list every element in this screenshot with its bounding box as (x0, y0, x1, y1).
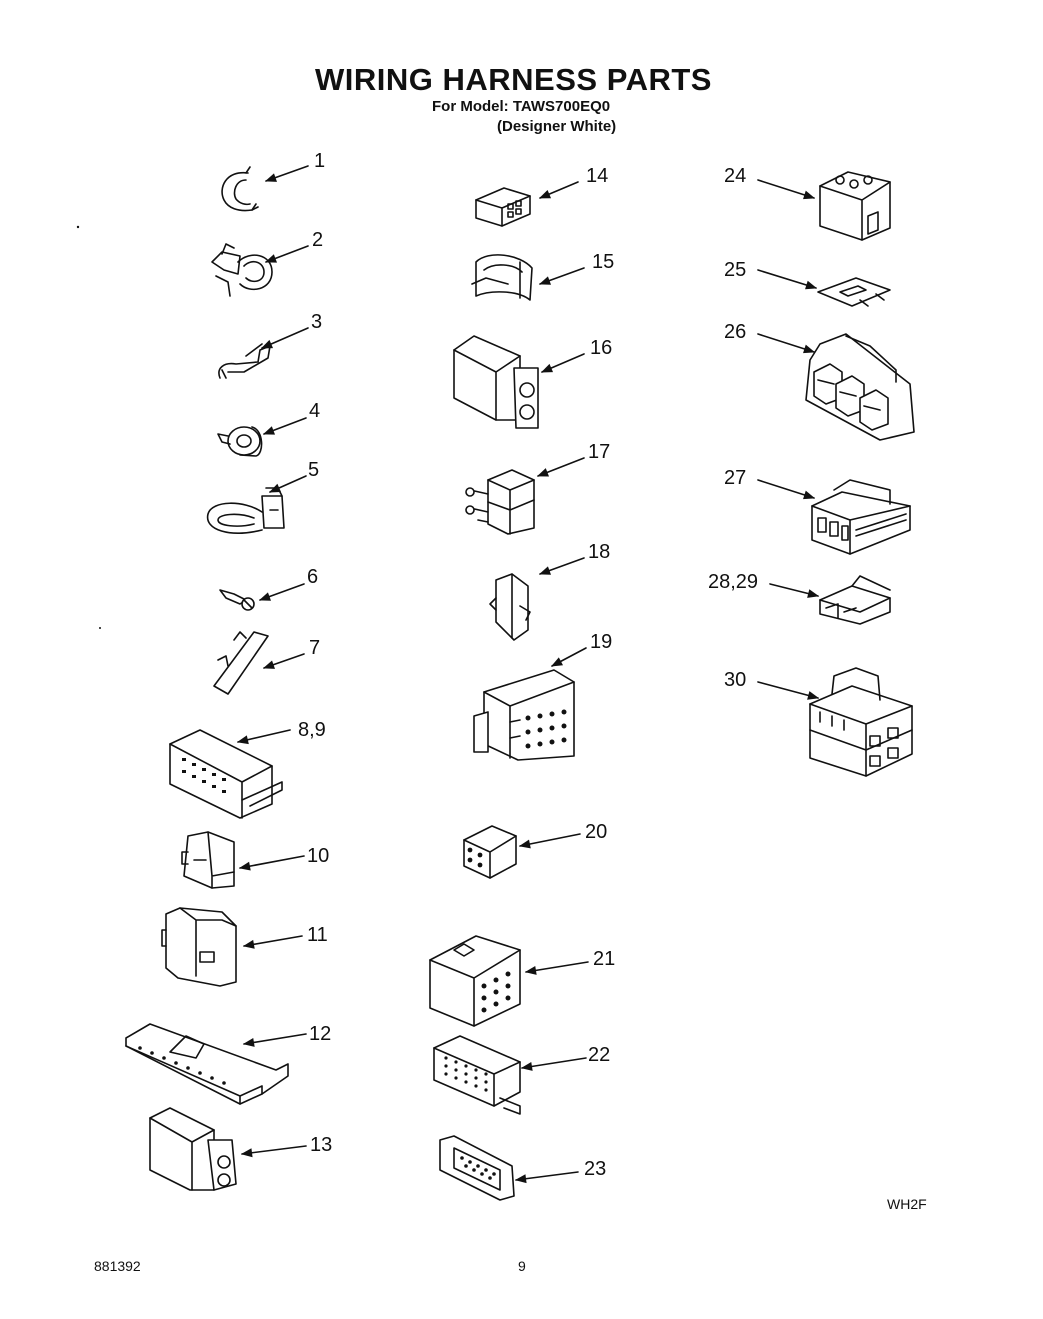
callout-8-9: 8,9 (298, 719, 326, 741)
page-title: WIRING HARNESS PARTS (315, 62, 712, 97)
part-11-housing (161, 907, 237, 987)
leader-28-29 (769, 583, 820, 598)
doc-number: 881392 (94, 1258, 141, 1274)
part-19-connector (473, 669, 575, 761)
part-25-plate (817, 277, 891, 307)
part-10-connector (181, 831, 235, 889)
model-line: For Model: TAWS700EQ0 (432, 98, 611, 115)
part-18-latch (489, 573, 531, 641)
corner-code: WH2F (887, 1196, 927, 1212)
scan-speck (99, 627, 101, 629)
callout-18: 18 (588, 541, 610, 563)
part-7-flat-clip (213, 631, 269, 695)
callout-4: 4 (309, 400, 320, 422)
part-13-terminal-housing (149, 1107, 237, 1191)
leader-5 (268, 475, 307, 493)
callout-28-29: 28,29 (708, 571, 758, 593)
leader-19 (551, 647, 587, 667)
callout-17: 17 (588, 441, 610, 463)
callout-22: 22 (588, 1044, 610, 1066)
callout-23: 23 (584, 1158, 606, 1180)
leader-1 (264, 165, 309, 182)
callout-14: 14 (586, 165, 608, 187)
leader-6 (258, 583, 305, 601)
leader-2 (264, 245, 309, 263)
leader-17 (536, 457, 585, 477)
part-24-connector (819, 171, 891, 241)
part-20-connector (463, 825, 517, 879)
part-15-sleeve (471, 254, 533, 301)
callout-2: 2 (312, 229, 323, 251)
leader-8-9 (236, 729, 291, 745)
part-22-connector (433, 1035, 521, 1115)
callout-1: 1 (314, 150, 325, 172)
callout-3: 3 (311, 311, 322, 333)
part-28-29-connector (819, 575, 891, 625)
part-23-d-connector (439, 1135, 515, 1201)
scan-speck (76, 225, 80, 229)
part-6-push-pin (219, 589, 255, 611)
part-4-grommet (217, 426, 263, 457)
leader-3 (260, 327, 309, 349)
part-17-connector (465, 469, 535, 535)
part-30-connector-block (809, 667, 913, 777)
leader-16 (540, 353, 585, 373)
part-5-cable-clamp (206, 487, 285, 534)
callout-24: 24 (724, 165, 746, 187)
part-2-clamp (211, 243, 273, 297)
leader-7 (262, 653, 305, 669)
callout-5: 5 (308, 459, 319, 481)
leader-10 (238, 855, 305, 871)
leader-20 (518, 833, 581, 849)
callout-12: 12 (309, 1023, 331, 1045)
leader-11 (242, 935, 303, 949)
callout-11: 11 (307, 924, 328, 946)
callout-21: 21 (593, 948, 615, 970)
leader-4 (262, 417, 307, 435)
part-8-9-connector (169, 729, 283, 819)
callout-13: 13 (310, 1134, 332, 1156)
leader-13 (240, 1145, 307, 1158)
part-21-connector (429, 935, 521, 1027)
callout-20: 20 (585, 821, 607, 843)
callout-6: 6 (307, 566, 318, 588)
callout-19: 19 (590, 631, 612, 653)
leader-12 (242, 1033, 307, 1047)
leader-14 (538, 181, 579, 199)
leader-24 (757, 179, 816, 200)
leader-21 (524, 961, 589, 975)
part-1-clip (221, 166, 259, 212)
callout-26: 26 (724, 321, 746, 343)
callout-10: 10 (307, 845, 329, 867)
callout-7: 7 (309, 637, 320, 659)
part-14-connector (475, 187, 531, 227)
leader-15 (538, 267, 585, 285)
leader-25 (757, 269, 818, 290)
leader-27 (757, 479, 816, 500)
part-26-connector-block (805, 333, 915, 441)
leader-30 (757, 681, 820, 700)
part-3-wire-clip (218, 343, 271, 379)
part-12-strip-connector (125, 1023, 289, 1105)
callout-16: 16 (590, 337, 612, 359)
leader-18 (538, 557, 585, 575)
callout-25: 25 (724, 259, 746, 281)
callout-15: 15 (592, 251, 614, 273)
part-27-connector (811, 479, 911, 555)
part-16-terminal-housing (453, 335, 539, 429)
callout-27: 27 (724, 467, 746, 489)
leader-23 (514, 1171, 579, 1184)
leader-22 (520, 1057, 587, 1071)
page-number: 9 (518, 1258, 526, 1274)
leader-26 (757, 333, 816, 354)
callout-30: 30 (724, 669, 746, 691)
finish-line: (Designer White) (497, 118, 617, 135)
